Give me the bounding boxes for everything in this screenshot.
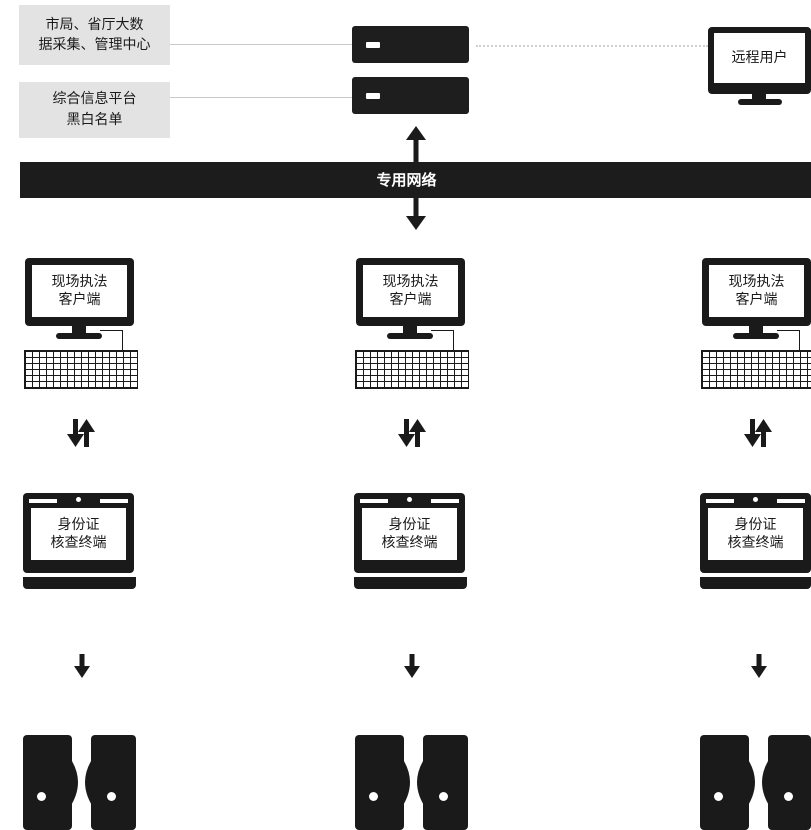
id-terminal-2-camera <box>407 497 412 502</box>
client-label-3-line2: 客户端 <box>735 292 778 308</box>
remote-user-label: 远程用户 <box>731 50 788 66</box>
terminal-label-1-line1: 身份证 <box>57 517 100 533</box>
client-label-3-line1: 现场执法 <box>728 274 785 290</box>
id-terminal-3-topbar-left <box>706 499 734 503</box>
private-network-bar: 专用网络 <box>20 162 811 198</box>
keyboard-3 <box>701 350 811 389</box>
client-label-2-line1: 现场执法 <box>382 274 439 290</box>
data-center-label-line2: 据采集、管理中心 <box>38 37 151 53</box>
id-terminal-base-1 <box>23 577 136 589</box>
client-label-2-line2: 客户端 <box>389 292 432 308</box>
gate-wing-1 <box>68 755 78 810</box>
client-base-2 <box>387 333 433 339</box>
server-lower <box>352 77 469 114</box>
id-terminal-2-topbar-right <box>431 499 459 503</box>
gate-right-3 <box>768 735 811 830</box>
remote-user-base <box>738 99 782 105</box>
gate-left-2-hole <box>369 792 378 801</box>
dotted-remote-link <box>476 45 708 47</box>
gate-wing-right-2 <box>417 755 427 810</box>
keyboard-2 <box>355 350 469 389</box>
server-upper <box>352 26 469 63</box>
terminal-screen-2: 身份证 核查终端 <box>362 508 457 560</box>
bidirectional-arrow-icon-1 <box>67 419 95 447</box>
client-cable-2 <box>431 330 454 351</box>
remote-user-screen: 远程用户 <box>714 33 805 83</box>
client-cable-3 <box>777 330 800 351</box>
down-arrow-icon-3 <box>751 654 767 678</box>
client-screen-2: 现场执法 客户端 <box>363 265 458 317</box>
client-label-1-line2: 客户端 <box>58 292 101 308</box>
remote-user-stand <box>752 94 766 100</box>
id-terminal-base-3 <box>700 577 811 589</box>
gate-left-1-hole <box>37 792 46 801</box>
gate-left-1 <box>23 735 72 830</box>
id-terminal-3-camera <box>753 497 758 502</box>
gate-right-1-hole <box>107 792 116 801</box>
bidirectional-arrow-icon-3 <box>744 419 772 447</box>
connector-line-top <box>170 44 352 45</box>
client-cable-1 <box>100 330 123 351</box>
id-terminal-1-topbar-right <box>100 499 128 503</box>
network-label: 专用网络 <box>376 171 437 189</box>
terminal-screen-1: 身份证 核查终端 <box>31 508 126 560</box>
gate-wing-right-3 <box>762 755 772 810</box>
client-screen-1: 现场执法 客户端 <box>32 265 127 317</box>
gate-right-1 <box>91 735 136 830</box>
gate-wing-right-1 <box>85 755 95 810</box>
client-base-3 <box>733 333 779 339</box>
client-stand-2 <box>403 326 417 334</box>
connector-line-mid <box>170 97 352 98</box>
terminal-label-2-line2: 核查终端 <box>381 535 438 551</box>
client-stand-3 <box>749 326 763 334</box>
id-terminal-1-camera <box>76 497 81 502</box>
blacklist-label-line2: 黑白名单 <box>66 112 123 128</box>
client-label-1-line1: 现场执法 <box>51 274 108 290</box>
gate-right-2-hole <box>439 792 448 801</box>
down-arrow-icon-2 <box>404 654 420 678</box>
gate-left-3-hole <box>714 792 723 801</box>
down-arrow-icon-1 <box>74 654 90 678</box>
terminal-label-3-line1: 身份证 <box>734 517 777 533</box>
keyboard-1 <box>24 350 138 389</box>
server-lower-led <box>366 92 380 99</box>
gate-wing-3 <box>745 755 755 810</box>
data-center-label-line1: 市局、省厅大数 <box>45 17 144 33</box>
client-base-1 <box>56 333 102 339</box>
terminal-screen-3: 身份证 核查终端 <box>708 508 803 560</box>
terminal-label-2-line1: 身份证 <box>388 517 431 533</box>
id-terminal-2-topbar-left <box>360 499 388 503</box>
id-terminal-base-2 <box>354 577 467 589</box>
id-terminal-1-topbar-left <box>29 499 57 503</box>
gate-right-3-hole <box>784 792 793 801</box>
server-upper-led <box>366 41 380 48</box>
gate-right-2 <box>423 735 468 830</box>
terminal-label-3-line2: 核查终端 <box>727 535 784 551</box>
data-center-label: 市局、省厅大数 据采集、管理中心 <box>19 5 170 65</box>
client-screen-3: 现场执法 客户端 <box>709 265 804 317</box>
blacklist-label-line1: 综合信息平台 <box>52 91 137 107</box>
id-terminal-3-topbar-right <box>777 499 805 503</box>
terminal-label-1-line2: 核查终端 <box>50 535 107 551</box>
gate-wing-2 <box>400 755 410 810</box>
gate-left-3 <box>700 735 749 830</box>
bidirectional-arrow-icon-2 <box>398 419 426 447</box>
blacklist-label: 综合信息平台 黑白名单 <box>19 82 170 138</box>
client-stand-1 <box>72 326 86 334</box>
gate-left-2 <box>355 735 404 830</box>
